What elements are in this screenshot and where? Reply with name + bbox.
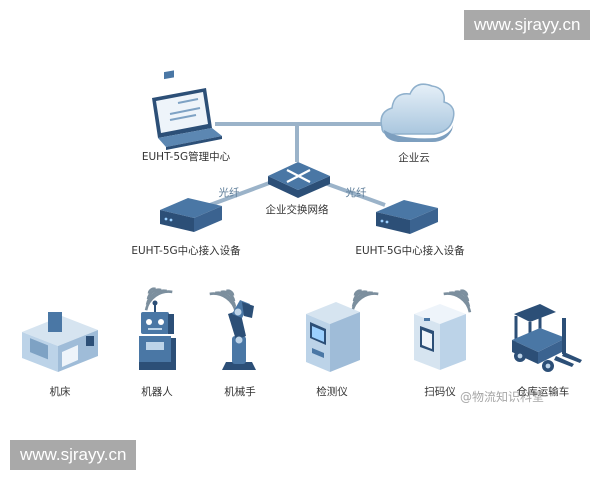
inspector-icon [306, 302, 360, 372]
switch-icon [268, 162, 330, 198]
laptop-icon [152, 70, 222, 150]
robot-icon [139, 300, 176, 370]
robotic-arm-icon [222, 300, 256, 370]
device-label: 机器人 [141, 385, 173, 398]
access-device-right-icon [376, 200, 438, 234]
scanner-icon [414, 304, 466, 370]
device-label: 机床 [50, 385, 71, 398]
switch-label: 企业交换网络 [266, 203, 329, 216]
fiber-label-right: 光纤 [346, 186, 367, 199]
watermark-bottom: www.sjrayy.cn [10, 440, 137, 470]
access-device-left-icon [160, 198, 222, 232]
forklift-icon [512, 304, 582, 372]
fiber-label-left: 光纤 [219, 186, 240, 199]
cloud-label: 企业云 [398, 151, 430, 164]
access-device-left-label: EUHT-5G中心接入设备 [131, 244, 241, 257]
machine-tool-icon [22, 312, 98, 372]
device-label: 机械手 [224, 385, 256, 398]
watermark-corner: @物流知识科堂 [460, 390, 545, 404]
access-device-right-label: EUHT-5G中心接入设备 [355, 244, 465, 257]
watermark-top: www.sjrayy.cn [464, 10, 591, 40]
device-label: 扫码仪 [424, 385, 456, 398]
mgmt-center-label: EUHT-5G管理中心 [142, 150, 231, 163]
device-label: 检测仪 [316, 385, 348, 398]
device-label: 仓库运输车 [517, 385, 570, 398]
connection-lines [209, 122, 395, 207]
cloud-icon [380, 83, 455, 142]
wifi-signal-icon [136, 279, 480, 314]
